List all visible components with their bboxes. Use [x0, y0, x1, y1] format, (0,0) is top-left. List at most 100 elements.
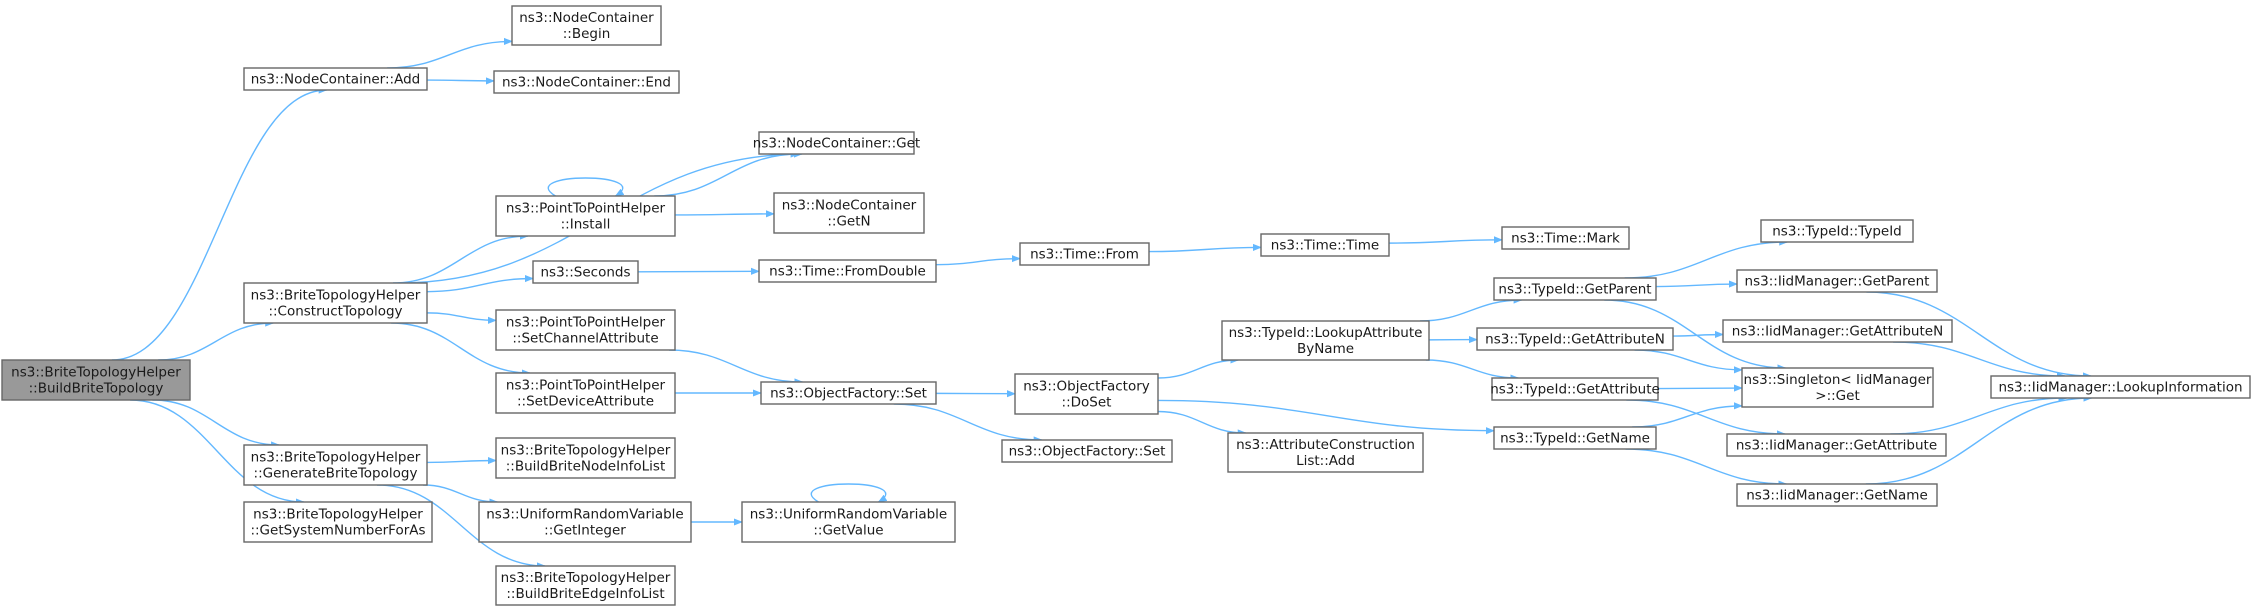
node-box	[1476, 327, 1674, 351]
call-edge-root-to-nc_add	[111, 86, 328, 361]
node-nc-end[interactable]: ns3::NodeContainer::End	[493, 70, 680, 94]
call-edge-p2p_install-to-p2p_install	[547, 177, 625, 197]
node-box	[1001, 439, 1173, 463]
node-box	[1227, 432, 1424, 473]
node-label: ::BuildBriteNodeInfoList	[506, 459, 666, 475]
call-edge-of_doset-to-tid_lookup	[1157, 356, 1240, 379]
node-construct[interactable]: ns3::BriteTopologyHelper::ConstructTopol…	[243, 282, 428, 324]
call-edge-of_doset-to-tid_getname	[1157, 399, 1495, 435]
node-label: ns3::TypeId::GetName	[1500, 431, 1650, 447]
node-label: ns3::NodeContainer	[519, 10, 654, 26]
node-label: ns3::IidManager::GetParent	[1745, 274, 1930, 290]
node-box	[243, 282, 428, 324]
node-box	[532, 260, 639, 284]
node-p2p-install[interactable]: ns3::PointToPointHelper::Install	[495, 195, 676, 237]
node-label: ns3::UniformRandomVariable	[750, 507, 948, 523]
node-label: ns3::Singleton< IidManager	[1744, 372, 1932, 388]
call-edge-nc_add-to-nc_end	[426, 77, 495, 85]
node-label: ::Begin	[563, 26, 611, 42]
node-tid-getparent[interactable]: ns3::TypeId::GetParent	[1493, 277, 1657, 301]
node-p2p-setchan[interactable]: ns3::PointToPointHelper::SetChannelAttri…	[495, 309, 676, 351]
node-getsysnum[interactable]: ns3::BriteTopologyHelper::GetSystemNumbe…	[243, 501, 433, 543]
node-label: ns3::UniformRandomVariable	[486, 507, 684, 523]
node-nc-add[interactable]: ns3::NodeContainer::Add	[243, 67, 428, 91]
node-tid-typeid[interactable]: ns3::TypeId::TypeId	[1760, 219, 1914, 243]
node-label: ns3::IidManager::GetName	[1746, 488, 1928, 504]
node-label: ns3::Seconds	[541, 265, 631, 281]
node-of-doset[interactable]: ns3::ObjectFactory::DoSet	[1014, 373, 1159, 415]
node-tid-getattr[interactable]: ns3::TypeId::GetAttribute	[1490, 377, 1660, 401]
node-box	[243, 67, 428, 91]
node-label: ns3::PointToPointHelper	[506, 378, 666, 394]
node-box	[1019, 242, 1150, 266]
node-box	[1990, 375, 2251, 399]
call-edge-generate-to-build_nodeinfo	[426, 456, 497, 465]
call-edge-iid_getattrn-to-iid_lookupinfo	[1893, 341, 2066, 380]
node-iid-lookupinfo[interactable]: ns3::IidManager::LookupInformation	[1990, 375, 2251, 399]
node-label: ns3::IidManager::GetAttributeN	[1732, 324, 1943, 340]
node-label: ::DoSet	[1062, 395, 1112, 411]
call-edge-nc_add-to-nc_begin	[387, 37, 513, 69]
call-edge-tid_getattrn-to-iid_getattrn	[1672, 330, 1724, 339]
node-label: ns3::BriteTopologyHelper	[251, 450, 421, 466]
node-fromdouble[interactable]: ns3::Time::FromDouble	[758, 259, 937, 283]
node-box	[758, 259, 937, 283]
node-iid-getattr[interactable]: ns3::IidManager::GetAttribute	[1726, 433, 1947, 457]
node-box	[1014, 373, 1159, 415]
node-box	[1741, 367, 1934, 408]
call-edge-construct-to-p2p_install	[392, 232, 529, 284]
node-label: ns3::TypeId::LookupAttribute	[1229, 325, 1423, 341]
node-box	[493, 70, 680, 94]
node-iid-getname[interactable]: ns3::IidManager::GetName	[1736, 483, 1938, 507]
node-of-set2[interactable]: ns3::ObjectFactory::Set	[1001, 439, 1173, 463]
call-edge-urv_getvalue-to-urv_getvalue	[810, 483, 888, 503]
node-label: ns3::PointToPointHelper	[506, 315, 666, 331]
node-label: ns3::Time::Time	[1271, 238, 1379, 254]
node-label: ::GetSystemNumberForAs	[250, 523, 425, 539]
node-of-set[interactable]: ns3::ObjectFactory::Set	[760, 381, 937, 405]
call-edge-construct-to-seconds	[426, 274, 534, 293]
call-edge-tid_getparent-to-iid_getparent	[1655, 280, 1738, 288]
node-time-time[interactable]: ns3::Time::Time	[1260, 233, 1390, 257]
node-generate[interactable]: ns3::BriteTopologyHelper::GenerateBriteT…	[243, 444, 428, 486]
node-label: ns3::BriteTopologyHelper	[501, 570, 671, 586]
node-p2p-setdev[interactable]: ns3::PointToPointHelper::SetDeviceAttrib…	[495, 372, 676, 414]
node-nc-begin[interactable]: ns3::NodeContainer::Begin	[511, 5, 662, 46]
node-build-edgeinfo[interactable]: ns3::BriteTopologyHelper::BuildBriteEdge…	[495, 565, 676, 606]
node-urv-getvalue[interactable]: ns3::UniformRandomVariable::GetValue	[741, 501, 956, 543]
node-label: ::GetInteger	[544, 523, 626, 539]
node-tid-getname[interactable]: ns3::TypeId::GetName	[1493, 426, 1657, 450]
node-box	[1726, 433, 1947, 457]
node-nc-get[interactable]: ns3::NodeContainer::Get	[753, 131, 920, 155]
node-build-nodeinfo[interactable]: ns3::BriteTopologyHelper::BuildBriteNode…	[495, 437, 676, 479]
node-label: ByName	[1297, 341, 1354, 357]
call-edge-fromdouble-to-time_from	[935, 255, 1021, 266]
node-label: ns3::Time::From	[1030, 247, 1139, 263]
node-label: ::GetValue	[813, 523, 883, 539]
call-edge-iid_getname-to-iid_lookupinfo	[1865, 394, 2093, 485]
node-root[interactable]: ns3::BriteTopologyHelper::BuildBriteTopo…	[1, 359, 191, 401]
node-label: ::SetChannelAttribute	[512, 331, 658, 347]
node-singleton-get[interactable]: ns3::Singleton< IidManager >::Get	[1741, 367, 1934, 408]
call-edge-construct-to-p2p_setchan	[426, 312, 497, 324]
node-label: List::Add	[1296, 453, 1355, 469]
node-urv-getinteger[interactable]: ns3::UniformRandomVariable::GetInteger	[478, 501, 692, 543]
node-tid-getattrn[interactable]: ns3::TypeId::GetAttributeN	[1476, 327, 1674, 351]
node-label: ns3::ObjectFactory::Set	[770, 386, 927, 402]
call-edge-tid_getattr-to-iid_getattr	[1626, 399, 1787, 438]
node-box	[1493, 277, 1657, 301]
node-iid-getattrn[interactable]: ns3::IidManager::GetAttributeN	[1722, 319, 1953, 343]
node-label: ns3::NodeContainer::Add	[251, 72, 420, 88]
node-box	[1491, 377, 1659, 401]
node-nc-getn[interactable]: ns3::NodeContainer::GetN	[773, 192, 925, 234]
node-iid-getparent[interactable]: ns3::IidManager::GetParent	[1736, 269, 1938, 293]
call-edge-tid_getname-to-iid_getname	[1625, 448, 1788, 488]
node-seconds[interactable]: ns3::Seconds	[532, 260, 639, 284]
node-label: ::SetDeviceAttribute	[517, 394, 654, 410]
call-edge-time_from-to-time_time	[1148, 243, 1262, 253]
node-time-mark[interactable]: ns3::Time::Mark	[1501, 226, 1630, 250]
node-box	[1, 359, 191, 401]
node-time-from[interactable]: ns3::Time::From	[1019, 242, 1150, 266]
